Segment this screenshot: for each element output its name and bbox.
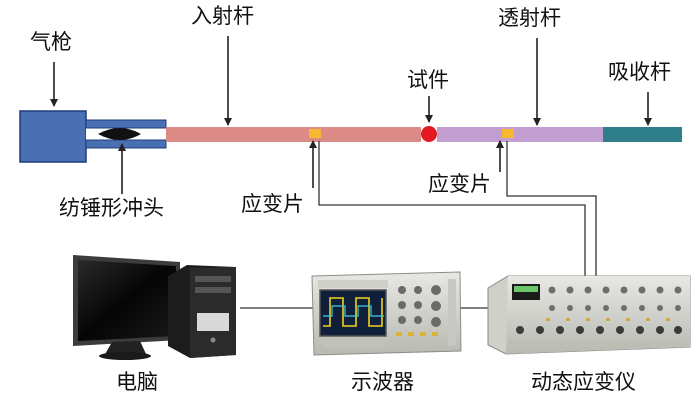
label-strain-amplifier: 动态应变仪 — [531, 370, 636, 394]
computer — [73, 255, 236, 360]
transmission-bar — [437, 127, 603, 142]
oscilloscope — [311, 271, 462, 356]
label-oscilloscope: 示波器 — [351, 370, 414, 394]
strain-gauge-2 — [502, 129, 514, 138]
label-strain-gauge-1: 应变片 — [241, 192, 304, 216]
label-specimen: 试件 — [407, 68, 449, 92]
label-striker: 纺锤形冲头 — [59, 196, 164, 220]
striker-projectile — [98, 128, 141, 140]
strain-amplifier — [487, 275, 691, 355]
specimen — [421, 126, 437, 142]
label-computer: 电脑 — [116, 370, 158, 394]
label-absorption-bar: 吸收杆 — [608, 60, 671, 84]
signal-wires — [240, 141, 597, 309]
label-gas-gun: 气枪 — [30, 30, 72, 54]
absorption-bar — [603, 127, 682, 142]
label-transmission-bar: 透射杆 — [498, 6, 561, 30]
gas-gun — [19, 110, 87, 163]
incident-bar — [166, 127, 421, 142]
strain-gauge-1 — [309, 129, 321, 138]
label-strain-gauge-2: 应变片 — [428, 172, 491, 196]
label-incident-bar: 入射杆 — [191, 4, 254, 28]
